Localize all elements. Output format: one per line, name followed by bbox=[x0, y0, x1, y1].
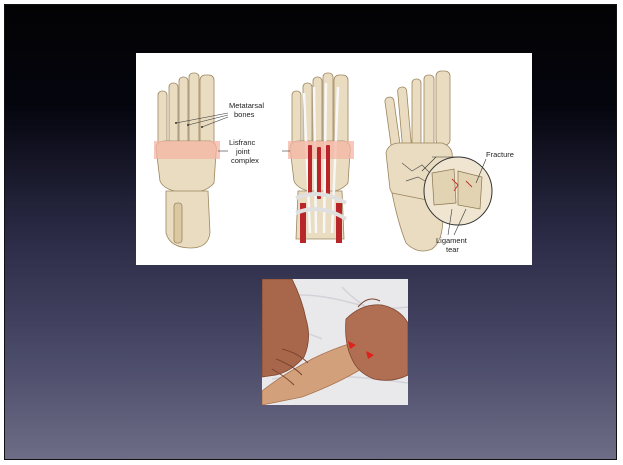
label-lisfranc-line3: complex bbox=[231, 156, 259, 165]
label-ligament-line1: Ligament bbox=[436, 236, 468, 245]
foot-diagrams: Metatarsal bones Lisfranc joint complex bbox=[136, 53, 532, 265]
clinical-exam-photo bbox=[262, 279, 408, 405]
lisfranc-anatomy-illustration: Metatarsal bones Lisfranc joint complex bbox=[136, 53, 532, 265]
lisfranc-highlight bbox=[154, 141, 220, 159]
label-ligament-line2: tear bbox=[446, 245, 459, 254]
label-metatarsal-line1: Metatarsal bbox=[229, 101, 264, 110]
foot-diagram-bones bbox=[154, 73, 228, 248]
label-metatarsal-line2: bones bbox=[234, 110, 255, 119]
presentation-slide: Metatarsal bones Lisfranc joint complex bbox=[4, 4, 617, 460]
label-lisfranc-line2: joint bbox=[235, 147, 251, 156]
label-lisfranc-line1: Lisfranc bbox=[229, 138, 256, 147]
foot-diagram-fracture bbox=[384, 71, 492, 251]
foot-diagram-ligaments bbox=[282, 73, 354, 243]
foot-examination-image bbox=[262, 279, 408, 405]
label-fracture: Fracture bbox=[486, 150, 514, 159]
